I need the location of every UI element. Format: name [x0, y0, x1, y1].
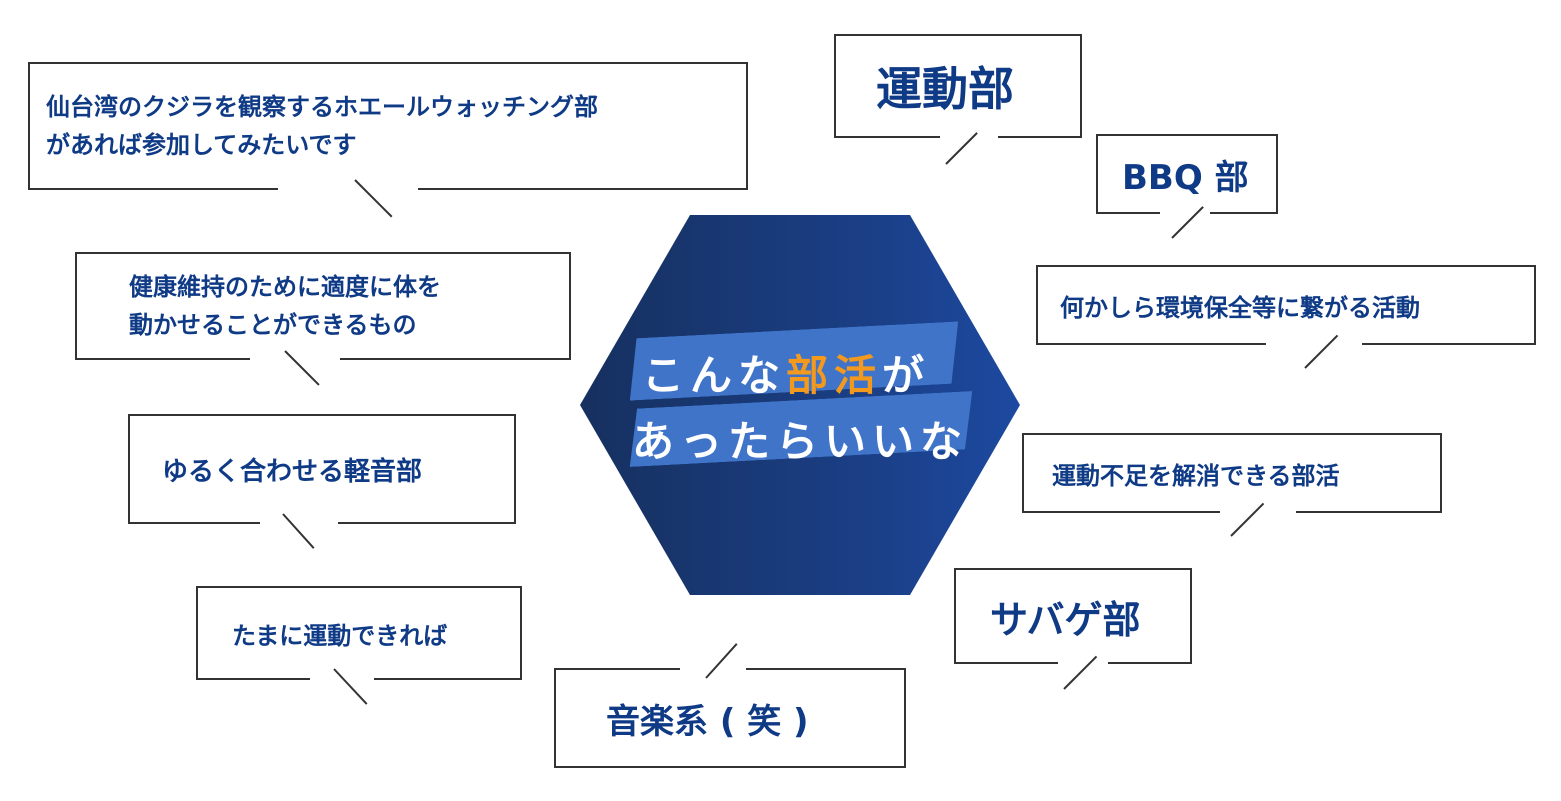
bubble-gap: [1220, 508, 1296, 514]
bubble-health-text: 健康維持のために適度に体を 動かせることができるもの: [129, 273, 441, 339]
bubble-bbq-club-text: BBQ 部: [1122, 157, 1249, 198]
bubble-whale-watching-text: 仙台湾のクジラを観察するホエールウォッチング部 があれば参加してみたいです: [46, 93, 598, 159]
bubble-gap: [250, 355, 340, 361]
bubble-music: 音楽系 ( 笑 ): [554, 668, 906, 768]
bubble-whale-watching: 仙台湾のクジラを観察するホエールウォッチング部 があれば参加してみたいです: [28, 62, 748, 190]
bubble-gap: [1058, 659, 1108, 665]
bubble-occasional-exercise: たまに運動できれば: [196, 586, 522, 680]
center-title-line1: こんな部活が: [642, 342, 930, 403]
center-title-prefix: こんな: [642, 351, 787, 400]
bubble-light-music-text: ゆるく合わせる軽音部: [162, 456, 423, 487]
bubble-sports-club: 運動部: [834, 34, 1082, 138]
bubble-exercise-shortage-text: 運動不足を解消できる部活: [1052, 461, 1340, 490]
bubble-gap: [278, 185, 418, 191]
bubble-gap: [260, 519, 338, 525]
center-title-highlight: 部活: [786, 351, 883, 400]
bubble-sports-club-text: 運動部: [876, 62, 1014, 116]
bubble-gap: [940, 133, 998, 139]
bubble-environment-text: 何かしら環境保全等に繋がる活動: [1060, 293, 1420, 322]
bubble-survival-game-text: サバゲ部: [990, 597, 1141, 642]
bubble-health: 健康維持のために適度に体を 動かせることができるもの: [75, 252, 571, 360]
bubble-gap: [1160, 209, 1210, 215]
bubble-light-music: ゆるく合わせる軽音部: [128, 414, 516, 524]
bubble-exercise-shortage: 運動不足を解消できる部活: [1022, 433, 1442, 513]
bubble-survival-game: サバゲ部: [954, 568, 1192, 664]
bubble-environment: 何かしら環境保全等に繋がる活動: [1036, 265, 1536, 345]
bubble-music-text: 音楽系 ( 笑 ): [606, 701, 809, 742]
bubble-gap: [1266, 340, 1362, 346]
center-title-suffix: が: [882, 351, 931, 400]
center-title-line2: あったらいいな: [632, 417, 969, 466]
bubble-occasional-exercise-text: たまに運動できれば: [232, 621, 448, 650]
bubble-bbq-club: BBQ 部: [1096, 134, 1278, 214]
